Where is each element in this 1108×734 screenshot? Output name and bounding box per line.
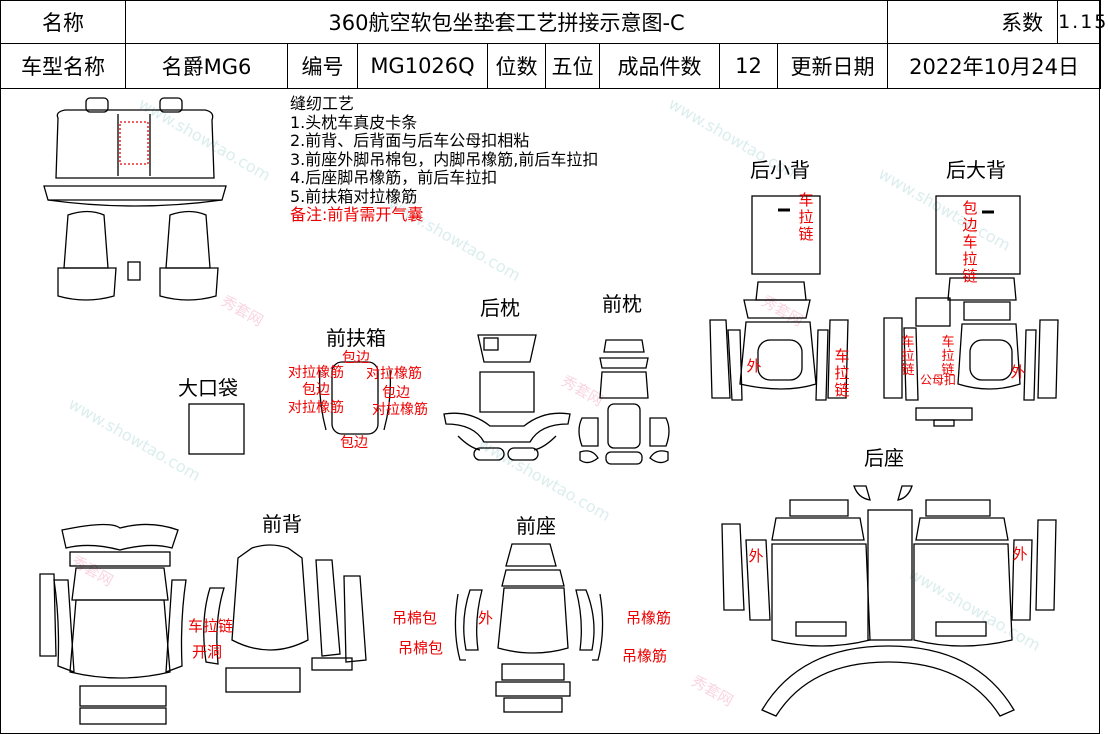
annotation-zipper: 车拉链 [941,335,955,378]
document-title: 360航空软包坐垫套工艺拼接示意图-C [124,0,889,44]
annotation-armrest-pull: 对拉橡筋 [288,365,344,381]
code-label: 编号 [287,43,358,89]
pieces-value: 12 [719,43,778,89]
sewing-notes: 缝纫工艺 1.头枕车真皮卡条 2.前背、后背面与后车公母扣相粘 3.前座外脚吊棉… [290,94,599,225]
rear-seat-shape [721,485,1057,717]
annotation-zipper: 车拉链 [798,191,814,243]
label-front-headrest: 前枕 [602,292,642,316]
label-front-back: 前背 [262,512,302,536]
note-item: 4.后座脚吊橡筋，前后车拉扣 [290,168,498,187]
label-front-armrest: 前扶箱 [326,326,386,350]
pieces-label: 成品件数 [599,43,720,89]
model-value: 名爵MG6 [125,43,288,89]
seats-value: 五位 [545,43,600,89]
note-item: 2.前背、后背面与后车公母扣相粘 [290,131,530,150]
annotation-elastic: 吊橡筋 [622,647,668,665]
annotation-armrest-edge: 包边 [342,350,370,366]
note-item: 3.前座外脚吊棉包，内脚吊橡筋,前后车拉扣 [290,149,599,169]
annotation-snap: 公母扣 [920,373,957,387]
rear-big-back-shape [883,195,1059,427]
annotation-zipper: 车拉链 [834,347,850,399]
label-rear-small-back: 后小背 [750,158,810,182]
annotation-zipper: 车拉链 [188,617,234,635]
big-pocket-shape [188,403,245,455]
annotation-armrest-pull: 对拉橡筋 [288,400,344,416]
notes-title: 缝纫工艺 [290,94,355,113]
annotation-armrest-pull: 对拉橡筋 [366,366,422,382]
annotation-outer: 外 [478,609,494,627]
annotation-elastic: 吊橡筋 [626,609,672,627]
coef-label: 系数 [887,0,1059,44]
front-headrest-shape [578,339,670,465]
annotation-outer: 外 [1012,545,1028,563]
armrest-shape [318,361,392,435]
annotation-hole: 开洞 [192,643,223,661]
annotation-zipper: 车拉链 [901,335,915,378]
front-back-shape [39,523,367,725]
annotation-edge-zipper: 包边车拉链 [962,199,978,285]
note-item: 1.头枕车真皮卡条 [290,112,418,132]
rear-small-back-shape [709,195,849,401]
label-rear-seat: 后座 [864,446,904,470]
header-table: 名称 360航空软包坐垫套工艺拼接示意图-C 系数 1.15 车型名称 名爵MG… [0,0,1106,89]
label-front-seat: 前座 [516,514,556,538]
date-label: 更新日期 [776,43,889,89]
seats-label: 位数 [487,43,546,89]
annotation-armrest-edge: 包边 [302,382,330,398]
model-label: 车型名称 [0,43,126,89]
rear-headrest-shape [443,334,571,461]
name-label: 名称 [0,0,126,44]
annotation-outer: 外 [1010,363,1026,381]
annotation-armrest-edge: 包边 [340,435,368,451]
label-big-pocket: 大口袋 [178,376,238,400]
annotation-armrest-edge: 包边 [382,385,410,401]
annotation-outer: 外 [746,357,762,375]
annotation-outer: 外 [748,547,764,565]
annotation-cotton: 吊棉包 [392,609,438,627]
label-rear-headrest: 后枕 [480,296,520,320]
note-remark: 备注:前背需开气囊 [290,205,424,224]
annotation-cotton: 吊棉包 [398,639,444,657]
annotation-armrest-pull: 对拉橡筋 [372,402,428,418]
label-rear-big-back: 后大背 [946,158,1006,182]
rear-seat-overview [43,97,227,301]
note-item: 5.前扶箱对拉橡筋 [290,186,418,206]
front-seat-shape [454,543,604,713]
date-value: 2022年10月24日 [887,43,1102,89]
